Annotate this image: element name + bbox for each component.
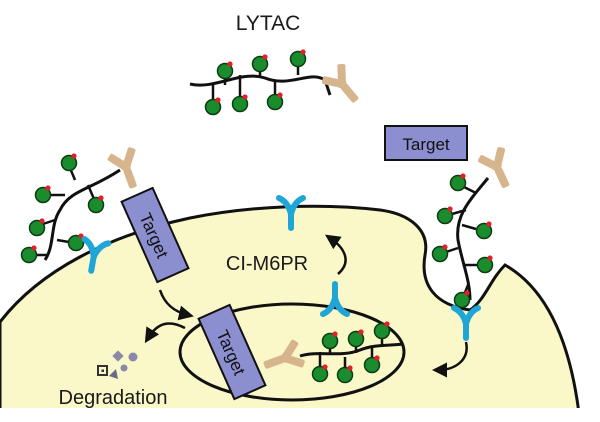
lytac-title: LYTAC — [236, 12, 301, 35]
target-box-right: Target — [384, 125, 468, 161]
recycle-arrow — [325, 234, 347, 275]
left-lytac-complex — [20, 144, 149, 273]
svg-text:Target: Target — [402, 135, 450, 154]
receptor-label: CI-M6PR — [226, 253, 308, 275]
right-lytac — [431, 172, 494, 309]
internalization-arrow — [158, 289, 194, 321]
degradation-arrow — [144, 322, 186, 344]
antibody-icon — [105, 144, 149, 193]
degradation-label: Degradation — [59, 387, 168, 409]
endosome-lytac — [299, 320, 403, 384]
endocytosis-arrow — [432, 341, 468, 378]
free-lytac — [189, 48, 368, 116]
